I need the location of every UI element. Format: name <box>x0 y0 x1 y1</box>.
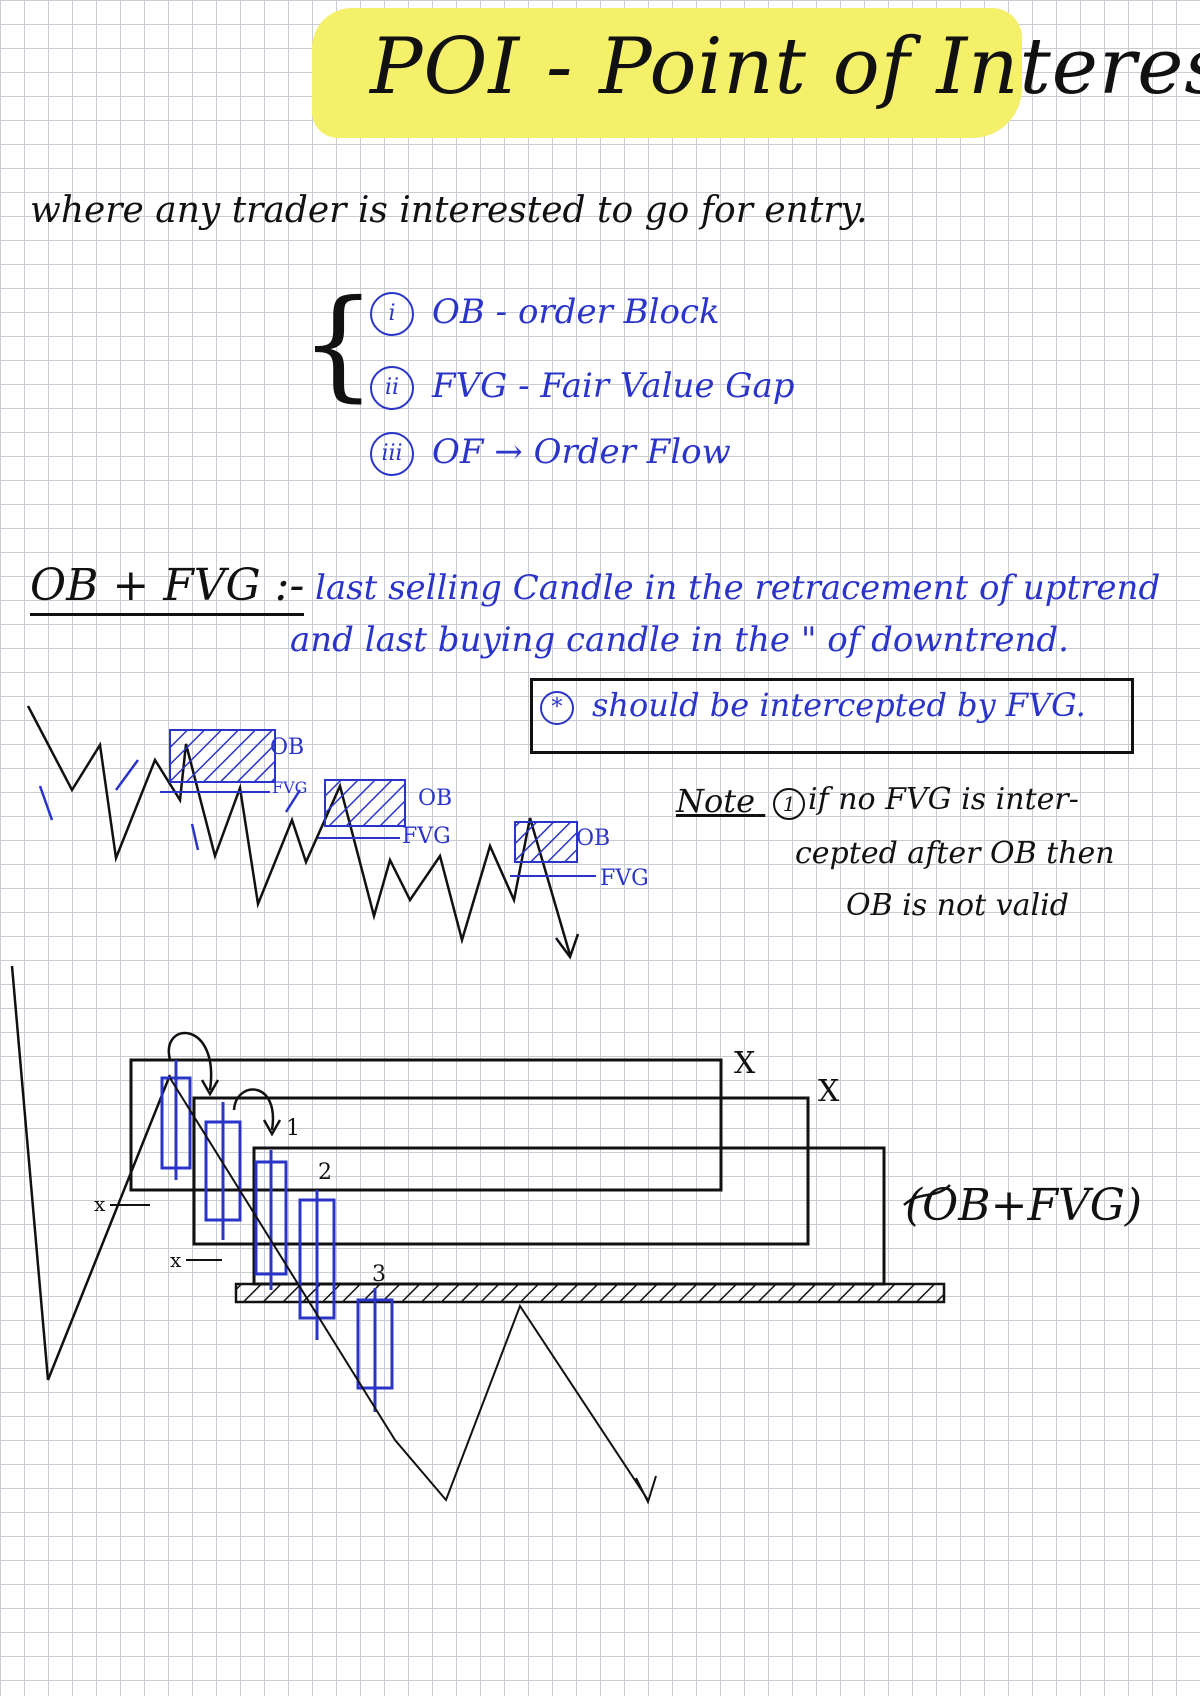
note-line-3: OB is not valid <box>846 888 1069 923</box>
list-brace: { <box>300 275 377 414</box>
ob-label: OB <box>270 735 305 760</box>
candle-number: 1 <box>286 1116 300 1141</box>
invalid-mark: X <box>734 1046 756 1081</box>
condition-box <box>530 678 1134 754</box>
title-highlight <box>312 8 1022 138</box>
ob-zone <box>169 729 276 783</box>
intro-text: where any trader is interested to go for… <box>30 190 868 231</box>
trend-line <box>169 1077 649 1502</box>
ob-label: OB <box>418 786 453 811</box>
small-x-mark: x <box>94 1192 106 1216</box>
arrow-up-icon <box>114 759 140 791</box>
fvg-label: FVG <box>272 778 308 797</box>
list-number: iii <box>370 432 414 476</box>
ob-label: OB <box>576 826 611 851</box>
condition-text: * should be intercepted by FVG. <box>540 686 1086 725</box>
list-item: iii OF → Order Flow <box>370 432 731 476</box>
arrow-head <box>262 1119 282 1137</box>
group-label: (OB+FVG) <box>905 1180 1143 1231</box>
curve-arrow-icon <box>232 1088 275 1131</box>
candle-number: 3 <box>372 1262 386 1287</box>
list-number: ii <box>370 366 414 410</box>
ob-zone <box>514 821 578 863</box>
list-item: ii FVG - Fair Value Gap <box>370 366 795 410</box>
ob-zone <box>324 779 406 827</box>
ob-box-1 <box>129 1058 723 1192</box>
arrow-down-icon <box>190 823 200 851</box>
invalid-mark: X <box>818 1074 840 1109</box>
price-path <box>46 1074 172 1381</box>
star-mark: * <box>540 690 574 725</box>
arrow-up-icon <box>284 789 302 813</box>
fvg-label: FVG <box>402 824 451 849</box>
list-text: OB - order Block <box>432 292 720 332</box>
ob-box-2 <box>192 1096 810 1246</box>
arrow-head <box>635 1475 657 1505</box>
definition-line-2: and last buying candle in the " of downt… <box>290 620 1069 660</box>
list-item: i OB - order Block <box>370 292 720 336</box>
arrow-down-icon <box>38 785 54 821</box>
candle-number: 2 <box>318 1160 332 1185</box>
price-path <box>10 965 50 1381</box>
small-x-mark: x <box>170 1248 182 1272</box>
arrow-head <box>200 1079 220 1097</box>
fvg-zone <box>234 1282 946 1304</box>
fvg-label: FVG <box>600 866 649 891</box>
list-text: OF → Order Flow <box>432 432 731 472</box>
definition-line-1: last selling Candle in the retracement o… <box>315 568 1161 608</box>
curve-arrow-icon <box>167 1031 213 1091</box>
condition-label: should be intercepted by FVG. <box>592 686 1086 724</box>
price-path <box>26 705 572 956</box>
obfvg-heading: OB + FVG :- <box>30 560 305 616</box>
note-line-2: cepted after OB then <box>795 836 1115 871</box>
note-line-1: if no FVG is inter- <box>808 782 1079 817</box>
note-label: Note <box>676 782 756 820</box>
page-title: POI - Point of Interest <box>370 22 1200 112</box>
ob-box-3 <box>252 1146 886 1286</box>
list-text: FVG - Fair Value Gap <box>432 366 795 406</box>
list-number: i <box>370 292 414 336</box>
note-heading: Note 1 <box>676 782 806 820</box>
arrow-head <box>554 933 580 960</box>
note-number: 1 <box>773 787 806 820</box>
bracket-tick <box>903 1184 951 1206</box>
